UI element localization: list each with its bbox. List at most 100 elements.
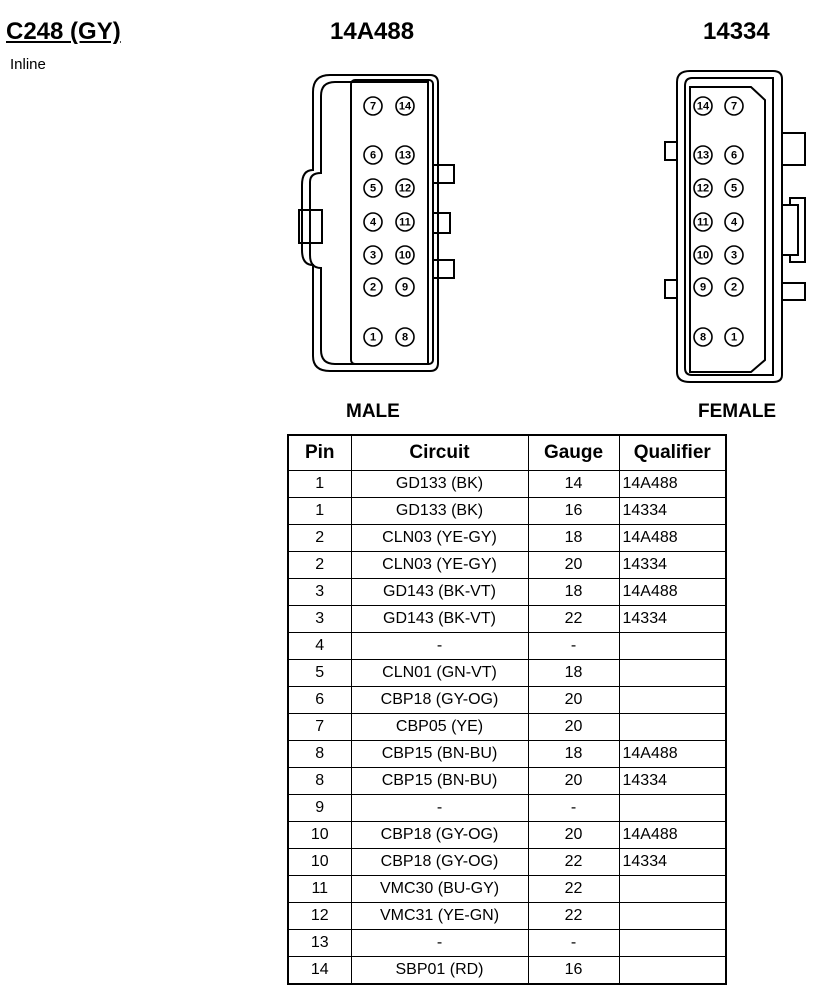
cell-gauge: 22 [527,902,620,930]
cell-pin: 8 [287,740,352,768]
cell-qualifier: 14334 [618,551,727,579]
cell-circuit: - [350,632,529,660]
cell-circuit: CBP15 (BN-BU) [350,740,529,768]
cell-qualifier: 14334 [618,767,727,795]
cell-pin: 10 [287,848,352,876]
cell-circuit: CLN03 (YE-GY) [350,551,529,579]
male-side-key-top [433,164,455,184]
female-pin-number: 11 [697,217,709,229]
cell-qualifier [618,956,727,985]
female-housing-inner [684,77,774,376]
cell-gauge: 14 [527,470,620,498]
cell-qualifier: 14334 [618,605,727,633]
cell-circuit: CLN03 (YE-GY) [350,524,529,552]
male-pin-number: 8 [402,332,408,344]
female-pin-number: 9 [700,282,706,294]
male-pin-number: 3 [370,250,376,262]
female-pin-circle [724,277,744,297]
cell-circuit: CBP05 (YE) [350,713,529,741]
col-header-gauge: Gauge [527,434,620,471]
male-pin-circle [363,245,383,265]
cell-circuit: GD133 (BK) [350,470,529,498]
female-pin-circle [724,212,744,232]
cell-pin: 9 [287,794,352,822]
male-pin-number: 10 [399,250,411,262]
female-pin-circle [693,212,713,232]
cell-circuit: - [350,794,529,822]
col-header-circuit: Circuit [350,434,529,471]
female-label: FEMALE [698,401,777,422]
female-pin-number: 8 [700,332,706,344]
table-row: 4-- [287,632,727,660]
cell-gauge: - [527,929,620,957]
table-row: 13-- [287,929,727,957]
male-pin-circle [363,145,383,165]
cell-pin: 2 [287,524,352,552]
female-pin-circle [693,327,713,347]
male-pin-circle [363,96,383,116]
connector-location: Inline [10,56,46,73]
female-left-key-bottom [664,279,677,299]
male-housing-outline [301,74,439,372]
female-pin-circle [724,96,744,116]
cell-pin: 12 [287,902,352,930]
male-latch [298,209,323,244]
male-pin-number: 9 [402,282,408,294]
male-pin-number: 13 [399,150,411,162]
cell-pin: 4 [287,632,352,660]
cell-circuit: CBP18 (GY-OG) [350,686,529,714]
male-pin-circle [363,327,383,347]
cell-gauge: 20 [527,767,620,795]
cell-circuit: CLN01 (GN-VT) [350,659,529,687]
cell-gauge: - [527,632,620,660]
male-housing-inner [309,81,429,365]
female-pin-number: 6 [731,150,737,162]
cell-gauge: 22 [527,848,620,876]
cell-qualifier: 14A488 [618,578,727,606]
male-pin-number: 5 [370,183,376,195]
cell-qualifier [618,794,727,822]
female-right-clip-top [782,132,806,166]
male-pin-circle [395,178,415,198]
cell-pin: 8 [287,767,352,795]
cell-pin: 3 [287,605,352,633]
cell-qualifier: 14A488 [618,524,727,552]
cell-qualifier [618,929,727,957]
cell-gauge: 18 [527,659,620,687]
female-latch [782,197,806,263]
male-pin-number: 7 [370,101,376,113]
male-pin-circle [395,327,415,347]
female-pin-cavity [689,86,766,373]
cell-qualifier [618,902,727,930]
female-left-key-top [664,141,677,161]
cell-gauge: 16 [527,497,620,525]
cell-circuit: GD133 (BK) [350,497,529,525]
cell-pin: 1 [287,470,352,498]
female-housing-outline [676,70,783,383]
male-pin-number: 14 [399,101,412,113]
male-pin-circle [363,277,383,297]
cell-qualifier [618,686,727,714]
female-pin-circle [693,178,713,198]
cell-pin: 5 [287,659,352,687]
male-pin-cavity [350,79,434,365]
male-label: MALE [346,401,400,422]
cell-pin: 10 [287,821,352,849]
table-row: 9-- [287,794,727,822]
male-side-key-mid [433,212,451,234]
female-pin-number: 13 [697,150,709,162]
cell-circuit: GD143 (BK-VT) [350,578,529,606]
